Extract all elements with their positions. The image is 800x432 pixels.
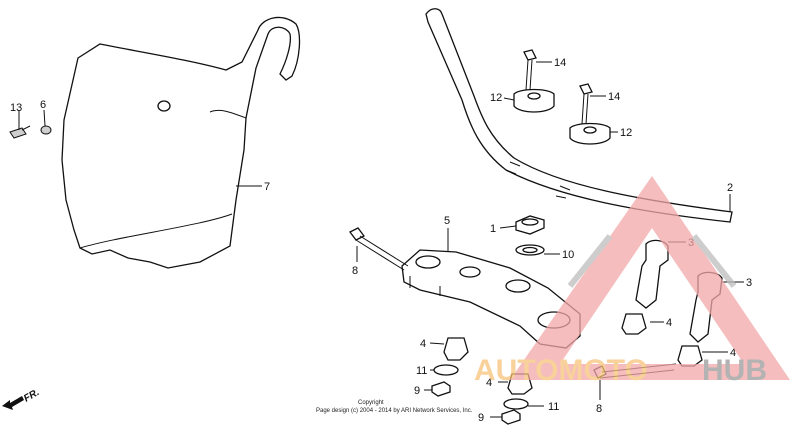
washer-11-b	[503, 398, 529, 410]
label-4-c: 4	[666, 317, 672, 329]
direction-label: FR.	[22, 387, 41, 405]
cushion-4-d	[677, 345, 703, 367]
bolt-14-left	[523, 49, 537, 91]
label-10: 10	[562, 249, 574, 261]
watermark-triangle-icon	[510, 176, 790, 380]
bolt-14-right	[579, 83, 593, 125]
label-13: 13	[10, 102, 22, 114]
label-12-right: 12	[620, 127, 632, 139]
label-5: 5	[444, 215, 450, 227]
label-8-right: 8	[596, 403, 602, 415]
bolt-8-left	[349, 227, 409, 271]
number-plate	[61, 16, 301, 269]
label-9-b: 9	[478, 412, 484, 424]
nut-1	[515, 215, 545, 235]
label-3-right: 3	[746, 277, 752, 289]
handlebar	[425, 8, 733, 223]
label-11-b: 11	[548, 401, 559, 413]
label-8-left: 8	[352, 265, 358, 277]
upper-holder-left	[513, 88, 555, 113]
label-4-b: 4	[486, 377, 492, 389]
nut-9-a	[431, 381, 451, 397]
label-14-left: 14	[554, 57, 566, 69]
watermark-text-hub: HUB	[702, 354, 767, 387]
label-4-a: 4	[420, 338, 426, 350]
cushion-4-c	[621, 313, 647, 335]
copyright-line-1: Copyright	[358, 400, 384, 406]
label-7: 7	[264, 181, 270, 193]
upper-holder-right	[569, 122, 611, 145]
watermark-text-auto: AUTOMOTO	[474, 354, 648, 387]
label-4-d: 4	[730, 347, 736, 359]
label-2: 2	[727, 182, 733, 194]
label-6: 6	[40, 99, 46, 111]
part-labels: 13 6 7 14 14 12 12 2 1 10 5 8 3 3 4 4 4 …	[10, 57, 752, 424]
cushion-4-a	[443, 337, 469, 361]
label-12-left: 12	[490, 92, 502, 104]
watermark: AUTOMOTO HUB	[474, 176, 790, 387]
label-14-right: 14	[608, 91, 620, 103]
copyright-line-2: Page design (c) 2004 - 2014 by ARI Netwo…	[316, 408, 473, 414]
bolt-13	[9, 125, 31, 139]
washer-11-a	[433, 364, 459, 376]
label-9-a: 9	[414, 385, 420, 397]
label-11-a: 11	[416, 365, 427, 377]
washer-10	[515, 244, 545, 256]
holder-3-left	[635, 239, 669, 309]
label-1: 1	[490, 223, 496, 235]
nut-9-b	[501, 409, 521, 425]
front-direction-arrow-icon: FR.	[2, 387, 41, 410]
washer-6	[40, 125, 52, 135]
